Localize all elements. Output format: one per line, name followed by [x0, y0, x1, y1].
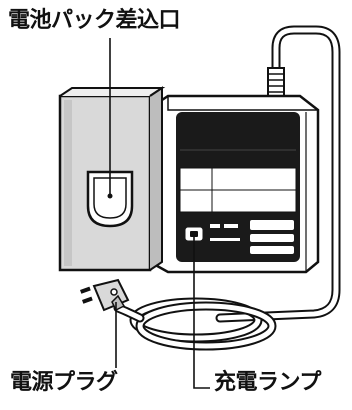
leader-lines: [109, 38, 210, 389]
power-plug-label: 電源プラグ: [10, 370, 118, 395]
battery-pack-slot-label: 電池パック差込口: [8, 8, 181, 33]
cord-strain-relief: [267, 67, 285, 99]
charge-lamp-label: 充電ランプ: [214, 370, 321, 395]
charge-lamp-leader: [193, 236, 210, 389]
battery-slot: [86, 170, 134, 228]
charge-lamp: [185, 227, 203, 241]
power-cord: [113, 25, 341, 351]
power-plug: [79, 278, 130, 312]
front-panel: [176, 112, 300, 262]
